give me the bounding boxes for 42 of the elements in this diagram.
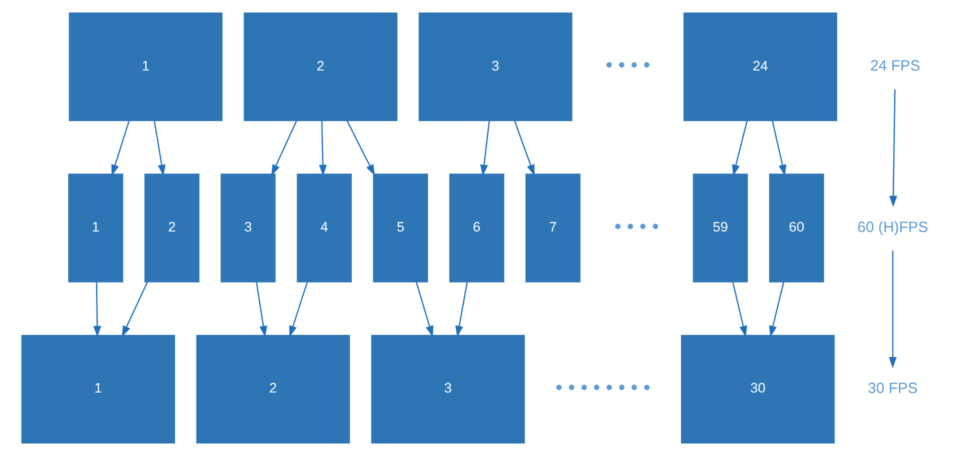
arrow <box>92 282 101 338</box>
arrow <box>888 250 896 368</box>
label: • • • • <box>605 54 650 77</box>
node-box: 2 <box>196 334 350 444</box>
arrow <box>288 282 308 338</box>
arrow <box>480 120 490 176</box>
node-box: 4 <box>296 174 352 282</box>
arrow <box>318 120 326 176</box>
label: • • • • • • • • <box>555 376 650 399</box>
node-text: 24 FPS <box>870 58 920 75</box>
label: • • • • <box>614 216 658 238</box>
node-box: 24 <box>683 12 837 122</box>
arrow <box>768 282 784 338</box>
arrow <box>153 120 166 176</box>
arrow <box>415 282 433 338</box>
node-box: 3 <box>418 12 572 122</box>
node-text: 60 (H)FPS <box>856 218 928 236</box>
node-box: 1 <box>68 12 222 122</box>
arrow <box>110 120 130 176</box>
arrow <box>771 120 786 176</box>
node-box: 6 <box>448 174 504 282</box>
node-box: 3 <box>370 334 524 444</box>
node-box: 30 <box>680 334 834 444</box>
node-box: 3 <box>220 174 276 282</box>
arrow <box>346 120 374 176</box>
node-box: 2 <box>144 174 199 282</box>
node-box: 60 <box>768 174 824 282</box>
arrow <box>454 282 468 338</box>
arrow <box>732 282 747 338</box>
node-box: 1 <box>20 334 175 444</box>
arrow <box>732 120 748 176</box>
arrow <box>888 89 897 208</box>
node-box: 59 <box>692 174 748 282</box>
arrow <box>255 282 267 338</box>
node-box: 2 <box>243 12 397 122</box>
node-text: 30 FPS <box>867 380 918 398</box>
node-box: 5 <box>372 174 428 282</box>
arrow <box>121 282 148 338</box>
node-box: 7 <box>524 174 580 282</box>
node-box: 1 <box>68 174 123 282</box>
arrow <box>514 120 534 176</box>
arrow <box>270 120 297 176</box>
